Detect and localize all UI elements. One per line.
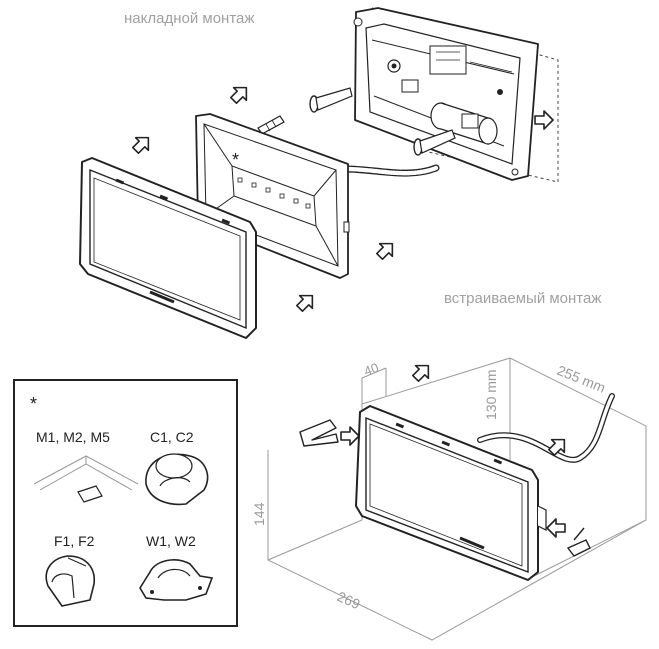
- legend-asterisk: *: [30, 394, 37, 414]
- spring-clip-left: [299, 419, 339, 447]
- surface-mount-assembly: *: [79, 7, 559, 339]
- arrow-up-right-icon: [292, 288, 320, 316]
- spring-clip-right: [566, 527, 591, 557]
- flag-mount-adapter-icon: [45, 555, 95, 607]
- arrow-up-right-icon: [128, 130, 156, 158]
- legend-label-f: F1, F2: [54, 533, 95, 549]
- recessed-mount-assembly: 40 255 mm 130 mm 144 269: [251, 357, 647, 641]
- dimension-width-top: 255 mm: [555, 362, 608, 396]
- legend-label-c: C1, C2: [150, 429, 194, 445]
- dimension-height-right: 130 mm: [483, 369, 499, 420]
- arrow-up-right-icon: [226, 80, 254, 108]
- arrow-right-icon: [534, 110, 554, 130]
- arrow-up-right-icon: [408, 358, 436, 386]
- wall-mount-adapter-icon: [139, 559, 214, 601]
- accessories-legend: * M1, M2, M5 C1, C2 F1, F2 W1, W2: [13, 379, 238, 627]
- screw-lower: [413, 129, 456, 156]
- dimension-height-front: 144: [251, 502, 267, 526]
- luminaire-housing: *: [195, 113, 350, 279]
- recessed-luminaire: [355, 405, 547, 581]
- surface-mount-caption: накладной монтаж: [124, 10, 255, 27]
- led-row: [237, 177, 311, 209]
- ceiling-corner-mount-icon: [33, 455, 139, 503]
- legend-label-w: W1, W2: [146, 533, 196, 549]
- wall-plug: [257, 115, 285, 135]
- dimension-width-front: 269: [335, 588, 363, 612]
- arrow-left-icon: [546, 518, 566, 538]
- arrow-right-icon: [340, 426, 360, 446]
- screw-upper: [309, 87, 353, 113]
- arrow-up-right-icon: [372, 236, 400, 264]
- housing-asterisk: *: [232, 150, 239, 170]
- ceiling-mount-adapter-icon: [145, 453, 209, 506]
- back-box: [353, 7, 539, 181]
- front-panel: [79, 157, 257, 339]
- legend-label-m: M1, M2, M5: [36, 429, 110, 445]
- recessed-mount-caption: встраиваемый монтаж: [444, 290, 602, 307]
- dimension-depth: 40: [362, 360, 381, 379]
